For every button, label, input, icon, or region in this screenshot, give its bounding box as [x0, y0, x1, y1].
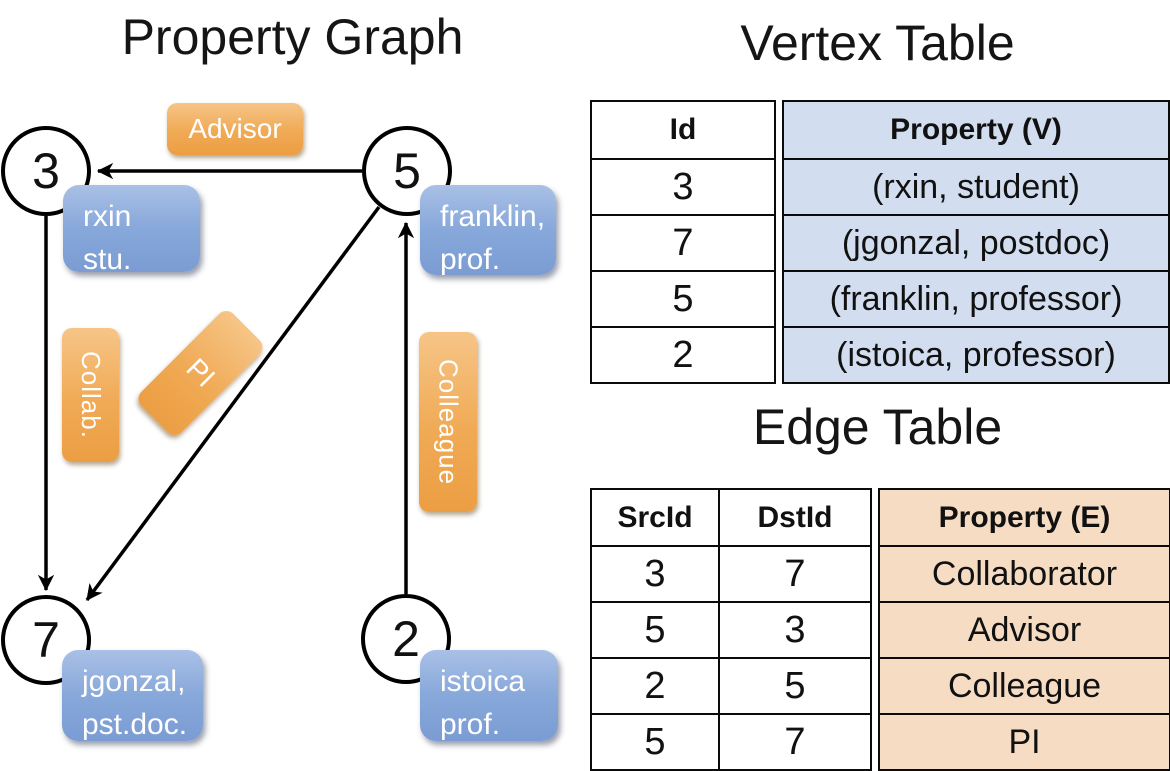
- vertex-prop-7-line1: jgonzal,: [82, 665, 186, 698]
- vertex-prop-box-7: jgonzal, pst.doc.: [62, 650, 203, 741]
- table-cell: 5: [718, 657, 872, 715]
- edge-table-title: Edge Table: [752, 399, 1003, 455]
- table-row: 7: [590, 214, 776, 272]
- table-row: 3: [590, 158, 776, 216]
- edge-label-collab: Collab.: [62, 328, 119, 462]
- vertex-prop-7-line2: pst.doc.: [82, 708, 188, 741]
- table-row: 5 7: [590, 713, 872, 771]
- table-cell: 7: [718, 545, 872, 603]
- table-cell: (istoica, professor): [782, 326, 1170, 384]
- edge-table-id-columns: SrcId DstId 3 7 5 3 2 5 5 7: [590, 488, 872, 771]
- vertex-prop-2-line1: istoica: [440, 665, 526, 698]
- graph-node-5: 5: [362, 126, 452, 216]
- vertex-table-header-id: Id: [590, 100, 776, 160]
- table-row: 3 7: [590, 545, 872, 603]
- edge-5-to-7: [85, 205, 381, 602]
- table-row: (istoica, professor): [782, 326, 1170, 384]
- table-cell: Advisor: [878, 601, 1170, 659]
- vertex-prop-5-line2: prof.: [440, 243, 501, 276]
- table-row: Property (E): [878, 488, 1170, 547]
- table-cell: PI: [878, 713, 1170, 771]
- edge-table-property-column: Property (E) Collaborator Advisor Collea…: [878, 488, 1170, 771]
- table-row: SrcId DstId: [590, 488, 872, 547]
- table-cell: 7: [590, 214, 776, 272]
- edge-label-pi-text: PI: [180, 352, 222, 393]
- table-row: (franklin, professor): [782, 270, 1170, 328]
- node-7-label: 7: [32, 612, 60, 668]
- vertex-table-id-column: Id 3 7 5 2: [590, 100, 776, 384]
- table-row: 5: [590, 270, 776, 328]
- edge-label-collab-text: Collab.: [76, 351, 106, 439]
- table-cell: Collaborator: [878, 545, 1170, 603]
- vertex-table-title: Vertex Table: [740, 15, 1015, 71]
- edge-label-advisor: Advisor: [167, 103, 303, 155]
- vertex-prop-3-line2: stu.: [83, 243, 132, 276]
- edge-label-colleague-text: Colleague: [433, 358, 464, 486]
- table-row: Property (V): [782, 100, 1170, 160]
- edge-table-header-srcid: SrcId: [590, 488, 720, 547]
- table-cell: 2: [590, 657, 720, 715]
- vertex-prop-box-3: rxin stu.: [63, 185, 200, 276]
- table-cell: 7: [718, 713, 872, 771]
- vertex-prop-box-5: franklin, prof.: [420, 185, 556, 276]
- edge-label-advisor-text: Advisor: [188, 113, 282, 144]
- vertex-prop-3-line1: rxin: [83, 200, 132, 233]
- table-row: Colleague: [878, 657, 1170, 715]
- table-row: 2 5: [590, 657, 872, 715]
- edge-table-header-property: Property (E): [878, 488, 1170, 547]
- table-cell: 3: [590, 545, 720, 603]
- table-row: Advisor: [878, 601, 1170, 659]
- property-graph-panel: Property Graph 3 5 7 2 Advisor Collab. P…: [0, 0, 585, 760]
- edge-table-header-dstid: DstId: [718, 488, 872, 547]
- table-cell: 3: [718, 601, 872, 659]
- table-row: Collaborator: [878, 545, 1170, 603]
- edge-label-colleague: Colleague: [419, 332, 477, 512]
- vertex-table-property-column: Property (V) (rxin, student) (jgonzal, p…: [782, 100, 1170, 384]
- node-2-label: 2: [392, 611, 420, 667]
- graph-edges-svg: [0, 0, 585, 602]
- table-cell: 3: [590, 158, 776, 216]
- table-cell: Colleague: [878, 657, 1170, 715]
- table-cell: (franklin, professor): [782, 270, 1170, 328]
- node-5-label: 5: [393, 143, 421, 199]
- table-cell: 5: [590, 601, 720, 659]
- table-row: 2: [590, 326, 776, 384]
- table-row: Id: [590, 100, 776, 160]
- table-row: (rxin, student): [782, 158, 1170, 216]
- table-cell: (jgonzal, postdoc): [782, 214, 1170, 272]
- table-row: (jgonzal, postdoc): [782, 214, 1170, 272]
- vertex-prop-5-line1: franklin,: [440, 200, 546, 233]
- vertex-prop-2-line2: prof.: [440, 708, 501, 741]
- table-row: PI: [878, 713, 1170, 771]
- table-row: 5 3: [590, 601, 872, 659]
- graph-node-2: 2: [361, 594, 451, 684]
- property-graph-title: Property Graph: [121, 9, 464, 65]
- table-cell: 2: [590, 326, 776, 384]
- table-cell: 5: [590, 270, 776, 328]
- table-cell: 5: [590, 713, 720, 771]
- table-cell: (rxin, student): [782, 158, 1170, 216]
- vertex-prop-box-2: istoica prof.: [420, 650, 558, 741]
- node-3-label: 3: [32, 143, 60, 199]
- vertex-table-header-property: Property (V): [782, 100, 1170, 160]
- edge-table: SrcId DstId 3 7 5 3 2 5 5 7 Property (E)…: [590, 488, 1170, 771]
- vertex-table: Id 3 7 5 2 Property (V) (rxin, student) …: [590, 100, 1170, 384]
